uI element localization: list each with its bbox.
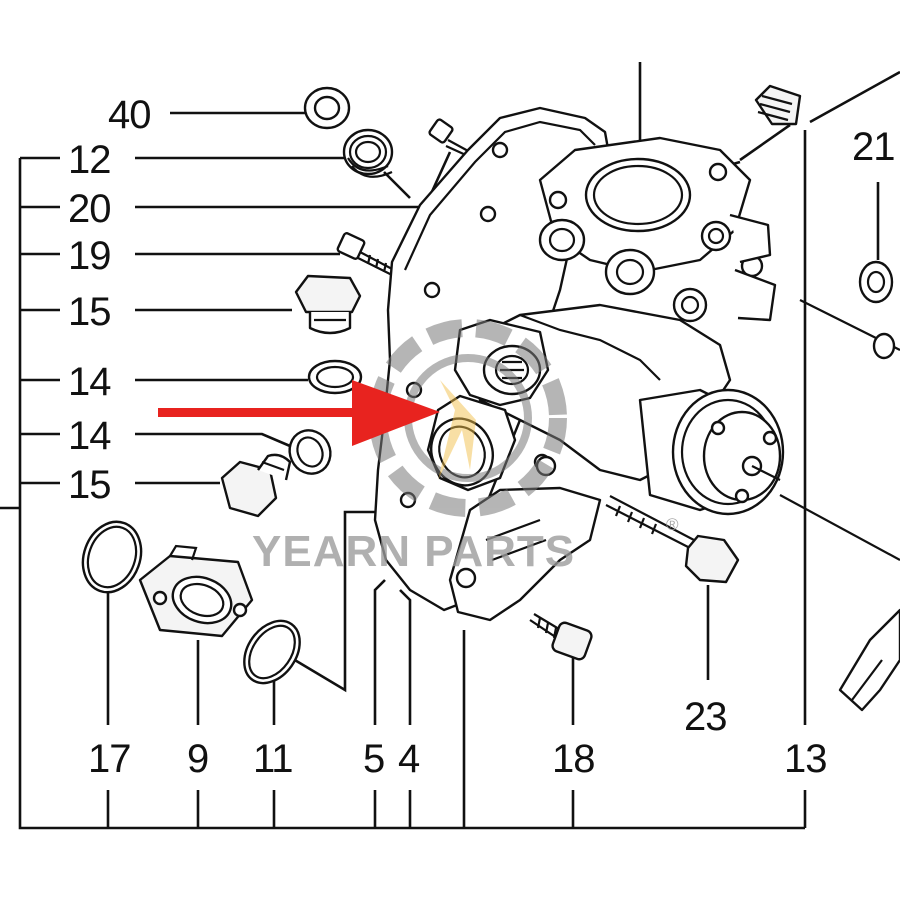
callout-4: 4 bbox=[398, 737, 420, 781]
callout-12: 12 bbox=[68, 138, 111, 182]
callout-5: 5 bbox=[363, 737, 384, 781]
part-40-washer bbox=[303, 86, 351, 130]
callout-9: 9 bbox=[187, 737, 208, 781]
watermark-registered-mark: ® bbox=[666, 515, 679, 534]
callout-14-upper: 14 bbox=[68, 360, 111, 404]
part-15-plug-upper bbox=[294, 274, 362, 335]
part-12-spring bbox=[342, 128, 394, 178]
part-18-bolt bbox=[529, 613, 593, 661]
part-17-o-ring bbox=[81, 520, 143, 594]
part-23-bolt bbox=[605, 495, 740, 584]
callout-20: 20 bbox=[68, 187, 111, 231]
part-11-o-ring bbox=[243, 619, 301, 685]
part-13-cap bbox=[754, 84, 802, 126]
adjacent-part-right bbox=[779, 299, 900, 712]
part-14-seal-upper bbox=[307, 359, 363, 395]
callout-23: 23 bbox=[684, 695, 727, 739]
callout-19: 19 bbox=[68, 234, 111, 278]
red-arrow-indicator bbox=[158, 380, 440, 446]
callout-17: 17 bbox=[88, 737, 131, 781]
callout-15-upper: 15 bbox=[68, 290, 111, 334]
part-14-seal-lower bbox=[288, 429, 332, 475]
callout-18: 18 bbox=[552, 737, 595, 781]
callout-13: 13 bbox=[784, 737, 827, 781]
callout-14-lower: 14 bbox=[68, 414, 111, 458]
part-21-washer bbox=[858, 260, 894, 304]
callout-15-lower: 15 bbox=[68, 463, 111, 507]
part-20-bolt bbox=[428, 118, 471, 158]
part-19-bolt bbox=[336, 232, 395, 276]
callout-40: 40 bbox=[108, 93, 151, 137]
callout-labels: 40 12 20 19 15 14 14 15 21 23 17 9 11 5 … bbox=[68, 93, 896, 781]
callout-21: 21 bbox=[852, 125, 895, 169]
part-15-plug-lower bbox=[220, 453, 292, 518]
watermark-text: YEARN PARTS bbox=[252, 527, 575, 576]
part-9-flange bbox=[138, 544, 254, 638]
callout-11: 11 bbox=[253, 737, 293, 781]
